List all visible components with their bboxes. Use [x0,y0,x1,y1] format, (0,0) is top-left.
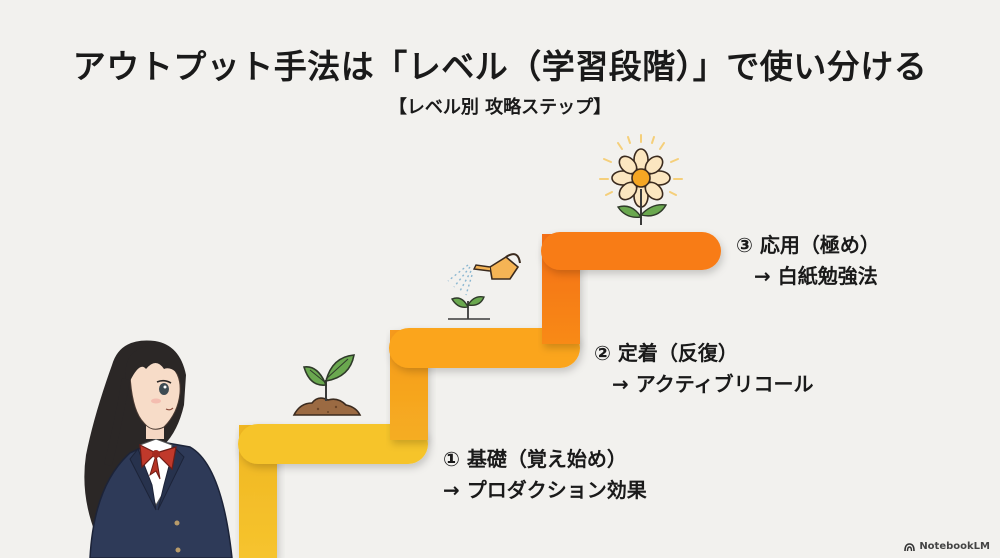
step-1-method: → プロダクション効果 [443,478,647,502]
step-3-tread [541,232,721,270]
step-2-tread [389,328,580,368]
step-3-method: → 白紙勉強法 [754,264,878,288]
notebooklm-watermark: NotebookLM [904,541,990,552]
page-subtitle: 【レベル別 攻略ステップ】 [388,97,612,118]
page-title: アウトプット手法は「レベル（学習段階）」で使い分ける [72,47,928,86]
student-girl-illustration [84,340,233,558]
watermark-text: NotebookLM [919,541,990,552]
step-3-label: ③ 応用（極め） → 白紙勉強法 [736,230,880,292]
step-2-label: ② 定着（反復） → アクティブリコール [594,338,814,400]
blooming-flower-icon [599,134,683,225]
step-1-tread [238,424,428,464]
step-2-title: ② 定着（反復） [594,341,738,365]
notebooklm-logo-icon [904,542,916,551]
step-3-title: ③ 応用（極め） [736,233,880,257]
step-1-title: ① 基礎（覚え始め） [443,447,627,471]
watering-can-sprout-icon [447,253,521,320]
sprout-in-soil-icon [292,354,362,416]
step-1-label: ① 基礎（覚え始め） → プロダクション効果 [443,444,647,506]
step-2-method: → アクティブリコール [612,372,814,396]
